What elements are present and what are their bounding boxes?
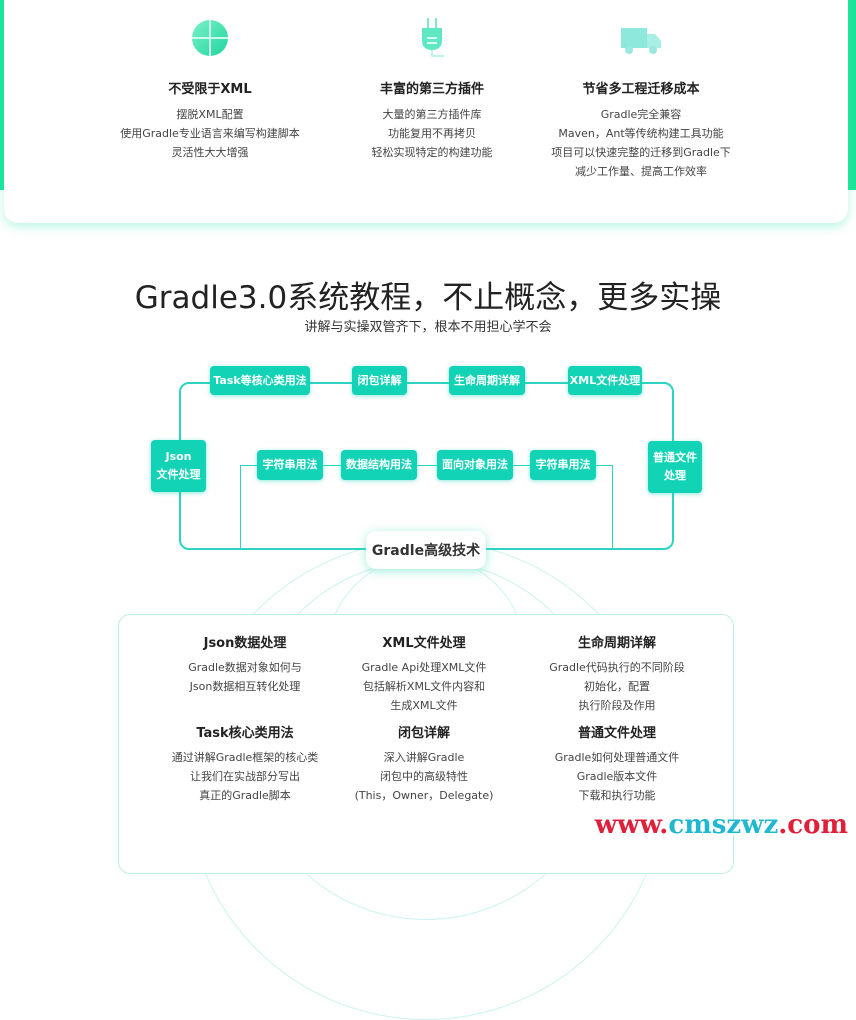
topic-file: 普通文件处理 Gradle如何处理普通文件 Gradle版本文件下载和执行功能: [517, 726, 717, 805]
topic-line: Gradle数据对象如何与: [188, 661, 302, 674]
node-task: Task等核心类用法: [210, 366, 310, 395]
topic-line: 包括解析XML文件内容和: [362, 680, 486, 693]
topic-line: 让我们在实战部分写出: [190, 770, 300, 783]
node-data-structure: 数据结构用法: [341, 450, 417, 480]
center-pill: Gradle高级技术: [366, 531, 486, 569]
topic-title: XML文件处理: [382, 636, 466, 651]
feature-line: 减少工作量、提高工作效率: [575, 165, 707, 178]
feature-title: 节省多工程迁移成本: [582, 82, 700, 97]
feature-title: 丰富的第三方插件: [379, 82, 484, 97]
truck-icon: [621, 18, 661, 58]
topic-title: 生命周期详解: [577, 636, 656, 651]
watermark-part: .com: [778, 810, 848, 840]
feature-line: 使用Gradle专业语言来编写构建脚本: [120, 127, 300, 140]
topic-line: 初始化，配置: [584, 680, 650, 693]
topic-title: 普通文件处理: [577, 726, 656, 741]
topic-line: Gradle Api处理XML文件: [361, 661, 487, 674]
topic-line: 下载和执行功能: [578, 789, 656, 802]
feature-title: 不受限于XML: [168, 82, 252, 97]
topic-lifecycle: 生命周期详解 Gradle代码执行的不同阶段初始化，配置执行阶段及作用: [517, 636, 717, 715]
left-accent-bar: [0, 0, 5, 190]
feature-line: 轻松实现特定的构建功能: [371, 146, 493, 159]
feature-line: Gradle完全兼容: [600, 108, 682, 121]
topic-task: Task核心类用法通过讲解Gradle框架的核心类让我们在实战部分写出真正的Gr…: [145, 726, 345, 805]
node-string-2: 字符串用法: [530, 450, 596, 480]
topic-line: (This，Owner，Delegate): [354, 789, 494, 802]
topic-line: 通过讲解Gradle框架的核心类: [171, 751, 319, 764]
watermark: www.cmszwz.com: [595, 812, 848, 838]
node-closure: 闭包详解: [352, 366, 407, 395]
node-file: 普通文件处理: [648, 441, 702, 493]
topic-line: 执行阶段及作用: [578, 699, 656, 712]
section-title: Gradle3.0系统教程，不止概念，更多实操: [134, 280, 722, 316]
node-json: Json 文件处理: [151, 440, 206, 492]
globe-icon: [190, 18, 230, 58]
node-oop: 面向对象用法: [437, 450, 513, 480]
feature-line: 大量的第三方插件库: [382, 108, 482, 121]
section-subtitle: 讲解与实操双管齐下，根本不用担心学不会: [304, 320, 552, 335]
topic-line: Gradle版本文件: [576, 770, 658, 783]
topic-line: Json数据相互转化处理: [189, 680, 301, 693]
plug-icon: [412, 18, 452, 58]
topic-line: Gradle代码执行的不同阶段: [549, 661, 685, 674]
node-file-line: 处理: [664, 469, 686, 482]
feature-line: 项目可以快速完整的迁移到Gradle下: [551, 146, 731, 159]
watermark-part: www.: [594, 810, 669, 840]
node-xml: XML文件处理: [568, 366, 642, 395]
topic-line: 真正的Gradle脚本: [199, 789, 291, 802]
node-json-line: 文件处理: [156, 468, 201, 481]
topic-json: Json数据处理 Gradle数据对象如何与 Json数据相互转化处理: [145, 636, 345, 696]
feature-line: 功能复用不再拷贝: [388, 127, 476, 140]
diagram-inner-loop: [240, 465, 613, 550]
right-accent-bar: [848, 0, 856, 190]
topic-title: Json数据处理: [203, 636, 287, 651]
feature-line: 摆脱XML配置: [176, 108, 244, 121]
feature-plugins: 丰富的第三方插件 大量的第三方插件库 功能复用不再拷贝 轻松实现特定的构建功能: [322, 18, 542, 162]
topic-line: 闭包中的高级特性: [380, 770, 468, 783]
feature-line: 灵活性大大增强: [171, 146, 249, 159]
topic-line: 生成XML文件: [390, 699, 458, 712]
node-lifecycle: 生命周期详解: [449, 366, 525, 395]
node-json-line: Json: [165, 450, 192, 463]
topic-line: 深入讲解Gradle: [383, 751, 465, 764]
watermark-part: cmszwz: [668, 810, 779, 840]
feature-migration: 节省多工程迁移成本 Gradle完全兼容 Maven，Ant等传统构建工具功能 …: [531, 18, 751, 181]
topic-closure: 闭包详解深入讲解Gradle 闭包中的高级特性 (This，Owner，Delega…: [324, 726, 524, 805]
topic-line: Gradle如何处理普通文件: [554, 751, 680, 764]
node-string: 字符串用法: [257, 450, 323, 480]
topic-xml: XML文件处理 Gradle Api处理XML文件包括解析XML文件内容和生成XM…: [324, 636, 524, 715]
topics-card: [118, 614, 734, 874]
topic-title: 闭包详解: [397, 726, 450, 741]
topic-title: Task核心类用法: [196, 726, 294, 741]
feature-xml: 不受限于XML 摆脱XML配置 使用Gradle专业语言来编写构建脚本 灵活性大…: [100, 18, 320, 162]
feature-line: Maven，Ant等传统构建工具功能: [558, 127, 724, 140]
node-file-line: 普通文件: [653, 451, 697, 464]
